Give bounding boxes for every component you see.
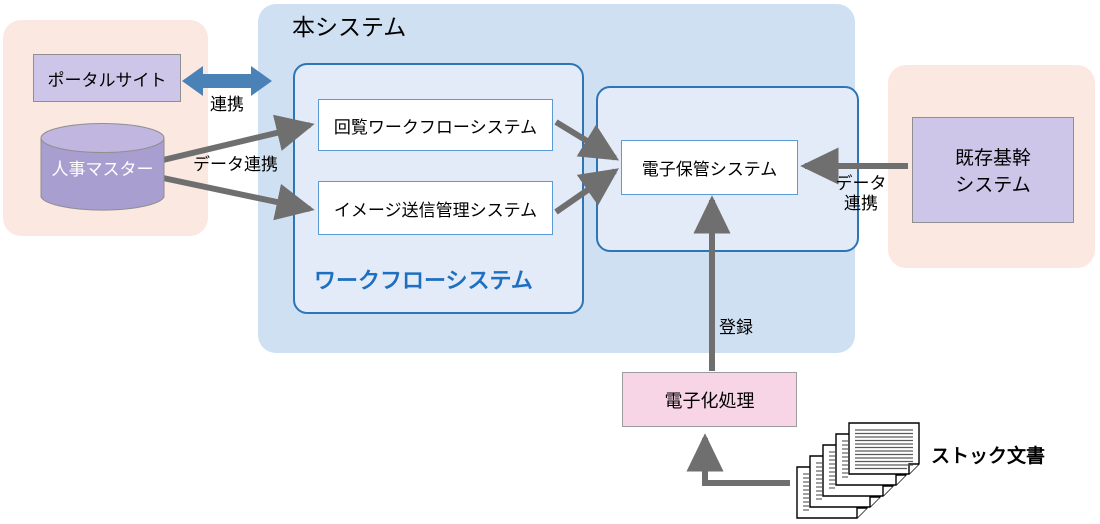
edge-label-data-link-right-line1: データ	[835, 174, 887, 193]
stock-documents-label: ストック文書	[931, 446, 1046, 467]
node-circulation-workflow[interactable]: 回覧ワークフローシステム	[318, 99, 553, 151]
edge-label-data-link-right: データ 連携	[830, 174, 892, 215]
node-legacy-core-line2: システム	[955, 175, 1031, 196]
edge-label-register: 登録	[719, 318, 753, 337]
node-portal-site-label: ポータルサイト	[47, 70, 167, 90]
node-legacy-core-line1: 既存基幹	[954, 148, 1031, 169]
node-portal-site[interactable]: ポータルサイト	[33, 54, 181, 102]
node-image-transfer[interactable]: イメージ送信管理システム	[318, 181, 553, 235]
documents-stack-icon	[795, 415, 920, 520]
main-system-title: 本システム	[292, 14, 407, 40]
edge-label-data-link-right-line2: 連携	[844, 194, 878, 214]
node-digitization[interactable]: 電子化処理	[622, 372, 797, 427]
edge-documents-to-digitization	[686, 433, 790, 486]
node-electronic-storage-label: 電子保管システム	[641, 160, 778, 179]
node-legacy-core-system[interactable]: 既存基幹 システム	[912, 117, 1074, 223]
node-digitization-label: 電子化処理	[664, 390, 755, 411]
workflow-system-label: ワークフローシステム	[314, 268, 533, 293]
node-hr-master[interactable]: 人事マスター	[40, 122, 165, 213]
edge-label-portal-link: 連携	[210, 95, 244, 114]
edge-label-data-link-left: データ連携	[193, 155, 278, 174]
node-electronic-storage[interactable]: 電子保管システム	[621, 140, 798, 195]
node-circulation-workflow-label: 回覧ワークフローシステム	[333, 117, 538, 137]
node-image-transfer-label: イメージ送信管理システム	[333, 200, 538, 220]
